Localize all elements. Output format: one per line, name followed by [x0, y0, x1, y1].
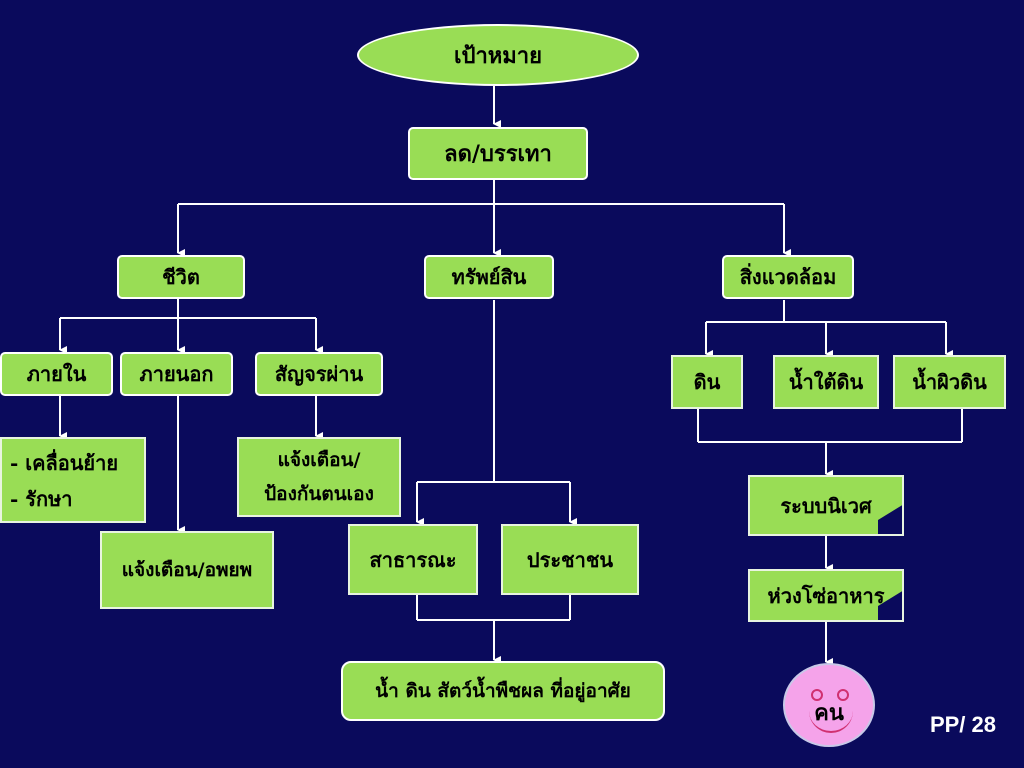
- page-number: PP/ 28: [929, 712, 996, 737]
- life-node: ชีวิต: [117, 255, 245, 299]
- surfacewater-node: น้ำผิวดิน: [893, 355, 1006, 409]
- environment-node: สิ่งแวดล้อม: [722, 255, 854, 299]
- private-node: ประชาชน: [501, 524, 639, 595]
- traffic-node: สัญจรผ่าน: [255, 352, 383, 396]
- soil-node: ดิน: [671, 355, 743, 409]
- assets-node: น้ำ ดิน สัตว์น้ำพืชผล ที่อยู่อาศัย: [341, 661, 665, 721]
- right-eye-icon: [837, 689, 849, 701]
- left-eye-icon: [811, 689, 823, 701]
- public-node: สาธารณะ: [348, 524, 478, 595]
- inside-node: ภายใน: [0, 352, 113, 396]
- inside-actions-node: - เคลื่อนย้าย - รักษา: [0, 437, 146, 523]
- warn-protect-line-1: แจ้งเตือน/: [277, 449, 361, 471]
- warn-protect-line-2: ป้องกันตนเอง: [264, 483, 374, 505]
- smile-icon: [809, 709, 853, 733]
- warn-evacuate-node: แจ้งเตือน/อพยพ: [100, 531, 274, 609]
- action-treat: - รักษา: [10, 487, 73, 511]
- goal-node: เป้าหมาย: [357, 24, 639, 86]
- human-face-node: คน: [783, 663, 875, 747]
- ecosystem-node: ระบบนิเวศ: [748, 475, 904, 536]
- outside-node: ภายนอก: [120, 352, 233, 396]
- warn-protect-node: แจ้งเตือน/ ป้องกันตนเอง: [237, 437, 401, 517]
- reduce-node: ลด/บรรเทา: [408, 127, 588, 180]
- groundwater-node: น้ำใต้ดิน: [773, 355, 879, 409]
- action-move: - เคลื่อนย้าย: [10, 451, 119, 475]
- foodchain-node: ห่วงโซ่อาหาร: [748, 569, 904, 622]
- property-node: ทรัพย์สิน: [424, 255, 554, 299]
- human-label: คน: [814, 700, 844, 726]
